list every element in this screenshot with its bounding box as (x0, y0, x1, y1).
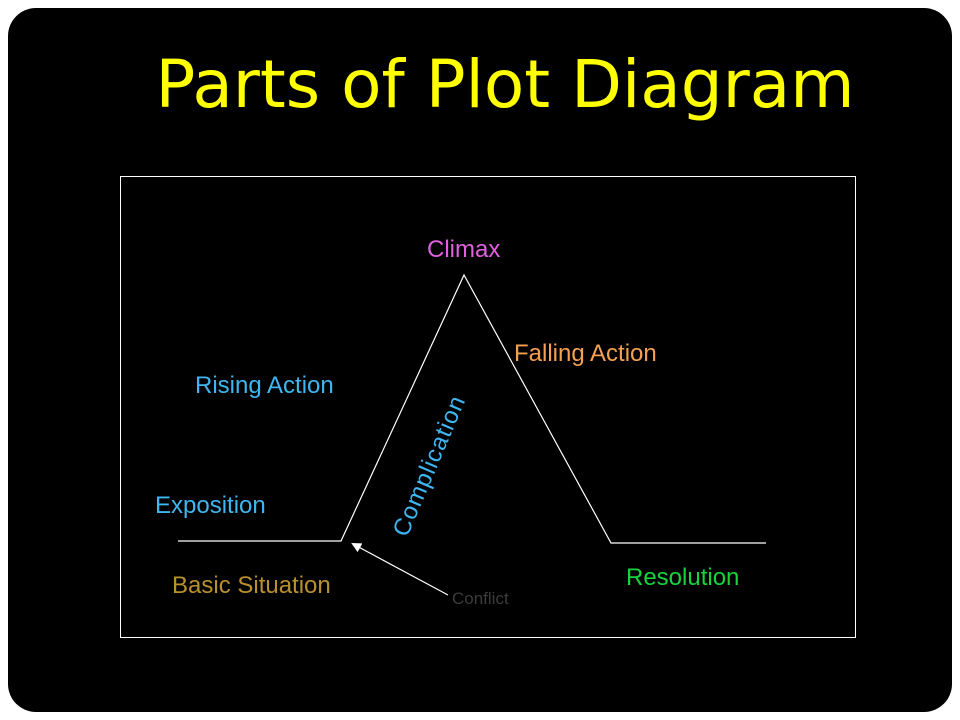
basic-situation-label: Basic Situation (172, 572, 331, 599)
conflict-label: Conflict (452, 589, 509, 608)
exposition-label: Exposition (155, 492, 266, 519)
resolution-label: Resolution (626, 564, 740, 591)
falling-action-label: Falling Action (514, 340, 657, 367)
slide-background (8, 8, 952, 712)
page-title: Parts of Plot Diagram (155, 46, 855, 123)
conflict-arrow (351, 543, 449, 596)
diagram-frame (120, 176, 856, 638)
rising-action-label: Rising Action (195, 372, 334, 399)
plot-line (178, 273, 766, 544)
climax-label: Climax (427, 236, 501, 263)
